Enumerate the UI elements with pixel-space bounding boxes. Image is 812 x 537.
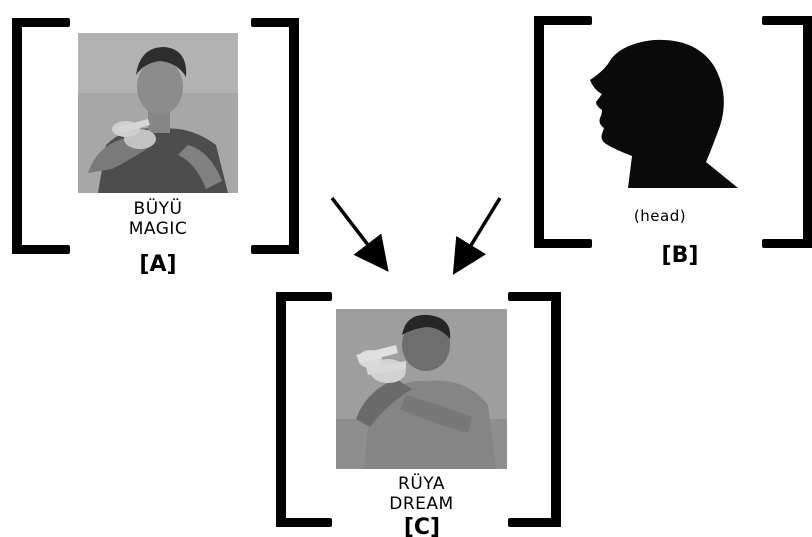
arrow-b-to-c: [452, 197, 502, 275]
panel-b-label: [B]: [661, 243, 699, 268]
panel-b-caption: (head): [633, 207, 687, 225]
arrow-a-to-c: [330, 196, 389, 272]
panel-c-word-turkish: RÜYA: [398, 474, 445, 494]
panel-a-label: [A]: [139, 252, 177, 277]
head-silhouette-icon: [590, 39, 738, 188]
panel-c-word-english: DREAM: [389, 494, 454, 514]
panel-c-label: [C]: [403, 515, 441, 537]
panel-a-word-turkish: BÜYÜ: [133, 199, 183, 219]
signer-photo-a: [78, 33, 238, 193]
panel-a-word-english: MAGIC: [128, 219, 188, 239]
signer-photo-c: [336, 309, 507, 469]
